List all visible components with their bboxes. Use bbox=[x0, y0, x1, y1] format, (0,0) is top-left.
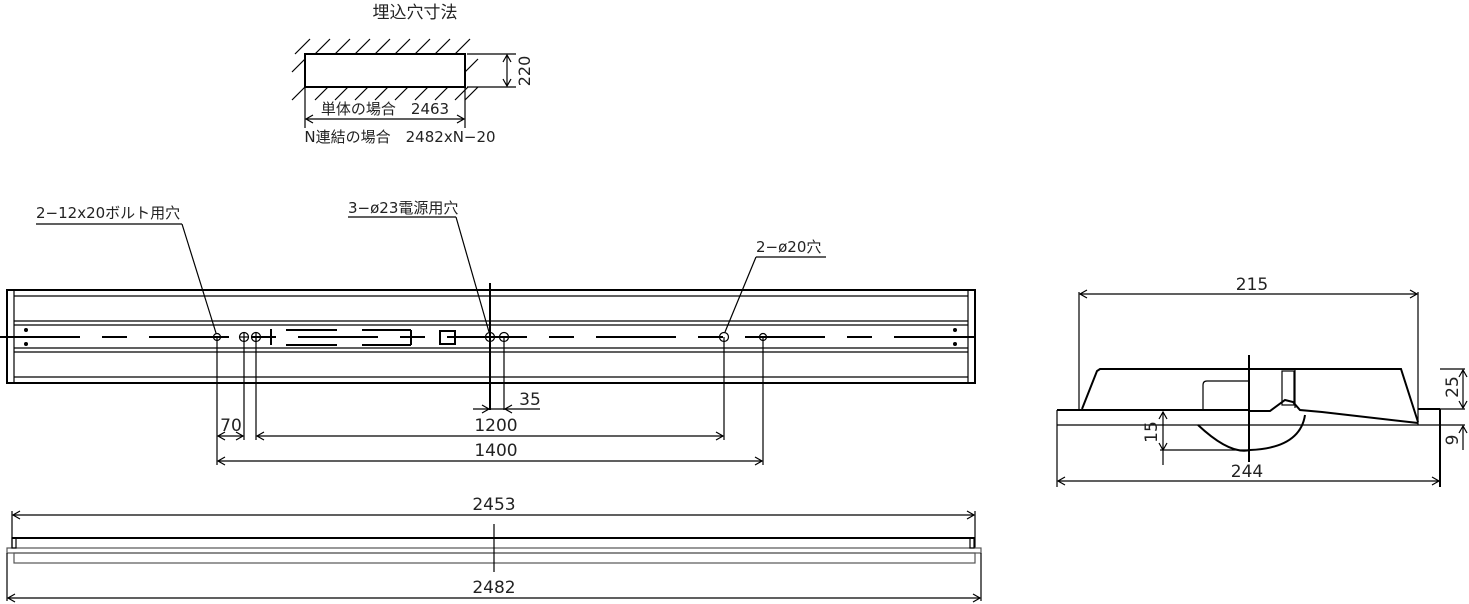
power-hole-callout: 3−ø23電源用穴 bbox=[348, 199, 458, 217]
dim-244: 244 bbox=[1231, 462, 1263, 482]
plan-view: 2−12x20ボルト用穴 3−ø23電源用穴 2−ø20穴 35 70 1200… bbox=[0, 199, 976, 466]
dim-35: 35 bbox=[519, 390, 541, 410]
dim-15: 15 bbox=[1142, 421, 1162, 443]
dim-1400: 1400 bbox=[474, 441, 517, 461]
hatch-top bbox=[291, 38, 479, 101]
dim-1200: 1200 bbox=[474, 416, 517, 436]
side-view: 2453 2482 bbox=[6, 495, 982, 603]
hole-20-callout: 2−ø20穴 bbox=[756, 238, 821, 256]
cutout-rect bbox=[304, 53, 466, 88]
cutout-diagram: 埋込穴寸法 220 単体の場合 2463 N連結の場合 2482xN−20 bbox=[291, 3, 534, 146]
cross-section: 215 25 9 15 244 bbox=[1056, 275, 1468, 487]
cutout-height: 220 bbox=[515, 56, 534, 87]
dim-9: 9 bbox=[1443, 435, 1463, 446]
dim-215: 215 bbox=[1236, 275, 1268, 295]
dim-2482: 2482 bbox=[472, 578, 515, 598]
dim-25: 25 bbox=[1443, 376, 1463, 398]
cutout-title: 埋込穴寸法 bbox=[373, 3, 458, 23]
dim-2453: 2453 bbox=[472, 495, 515, 515]
bolt-hole-callout: 2−12x20ボルト用穴 bbox=[36, 204, 180, 222]
n-connected-label: N連結の場合 2482xN−20 bbox=[304, 128, 495, 146]
dim-70: 70 bbox=[220, 416, 242, 436]
single-label: 単体の場合 2463 bbox=[321, 100, 449, 118]
